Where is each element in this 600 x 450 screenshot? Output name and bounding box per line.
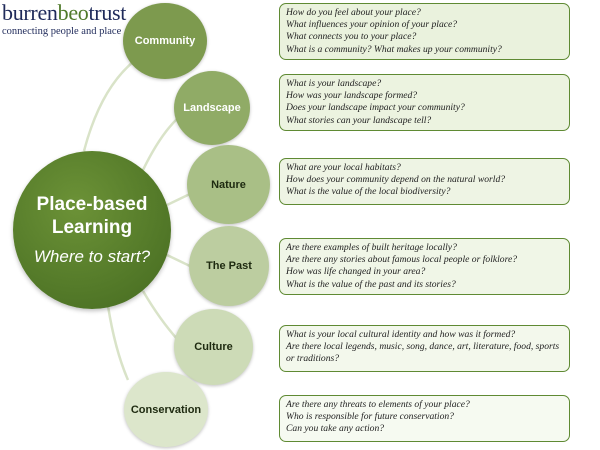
question-item: Are there examples of built heritage loc… — [286, 242, 457, 253]
question-box-culture: What is your local cultural identity and… — [279, 325, 570, 372]
question-item: Are there any stories about famous local… — [286, 254, 518, 266]
topic-label-nature: Nature — [211, 178, 246, 191]
question-box-nature: What are your local habitats? How does y… — [279, 158, 570, 205]
topic-circle-community: Community — [123, 3, 207, 79]
topic-circle-nature: Nature — [187, 145, 270, 224]
topic-circle-culture: Culture — [174, 309, 253, 385]
question-item: Who is responsible for future conservati… — [286, 411, 454, 423]
question-item: Can you take any action? — [286, 423, 385, 435]
topic-circle-conservation: Conservation — [124, 372, 208, 447]
topic-circle-landscape: Landscape — [174, 71, 250, 145]
topic-label-conservation: Conservation — [130, 403, 202, 416]
topic-label-the-past: The Past — [206, 260, 252, 272]
question-item: What connects you to your place? — [286, 31, 417, 43]
question-box-the-past: Are there examples of built heritage loc… — [279, 238, 570, 295]
logo-wordmark: burrenbeotrust — [2, 0, 127, 25]
question-item: What is the value of the local biodivers… — [286, 186, 451, 198]
logo-tagline: connecting people and place — [2, 26, 122, 37]
question-item: What stories can your landscape tell? — [286, 114, 432, 126]
question-item: How was life changed in your area? — [286, 266, 426, 278]
question-box-conservation: Are there any threats to elements of you… — [279, 395, 570, 442]
topic-label-community: Community — [134, 35, 196, 47]
question-item: What is your local cultural identity and… — [286, 329, 516, 340]
question-item: What is a community? What makes up your … — [286, 43, 502, 55]
connector-line-conservation — [106, 305, 130, 381]
question-item: What influences your opinion of your pla… — [286, 19, 458, 31]
topic-circle-the-past: The Past — [189, 226, 269, 306]
question-item: Are there local legends, music, song, da… — [286, 341, 560, 365]
center-title-line1: Place-based — [36, 194, 148, 215]
connector-line-the-past — [166, 253, 193, 269]
question-item: What are your local habitats? — [286, 162, 401, 173]
question-item: How does your community depend on the na… — [286, 174, 506, 186]
connector-line-community — [82, 61, 134, 152]
connector-line-landscape — [141, 117, 179, 171]
center-title-line2: Learning — [51, 217, 133, 238]
logo: burrenbeotrust connecting people and pla… — [2, 0, 127, 38]
question-item: What is your landscape? — [286, 78, 382, 89]
question-item: How do you feel about your place? — [286, 7, 421, 18]
question-item: How was your landscape formed? — [286, 90, 418, 102]
question-item: What is the value of the past and its st… — [286, 278, 456, 290]
question-box-landscape: What is your landscape? How was your lan… — [279, 74, 570, 131]
question-item: Are there any threats to elements of you… — [286, 399, 470, 410]
center-subtitle: Where to start? — [33, 247, 151, 266]
center-circle: Place-based Learning Where to start? — [13, 151, 171, 309]
connector-line-culture — [141, 290, 179, 341]
topic-label-landscape: Landscape — [183, 102, 241, 114]
topic-label-culture: Culture — [194, 341, 233, 353]
question-box-community: How do you feel about your place? What i… — [279, 3, 570, 60]
question-item: Does your landscape impact your communit… — [286, 102, 465, 114]
